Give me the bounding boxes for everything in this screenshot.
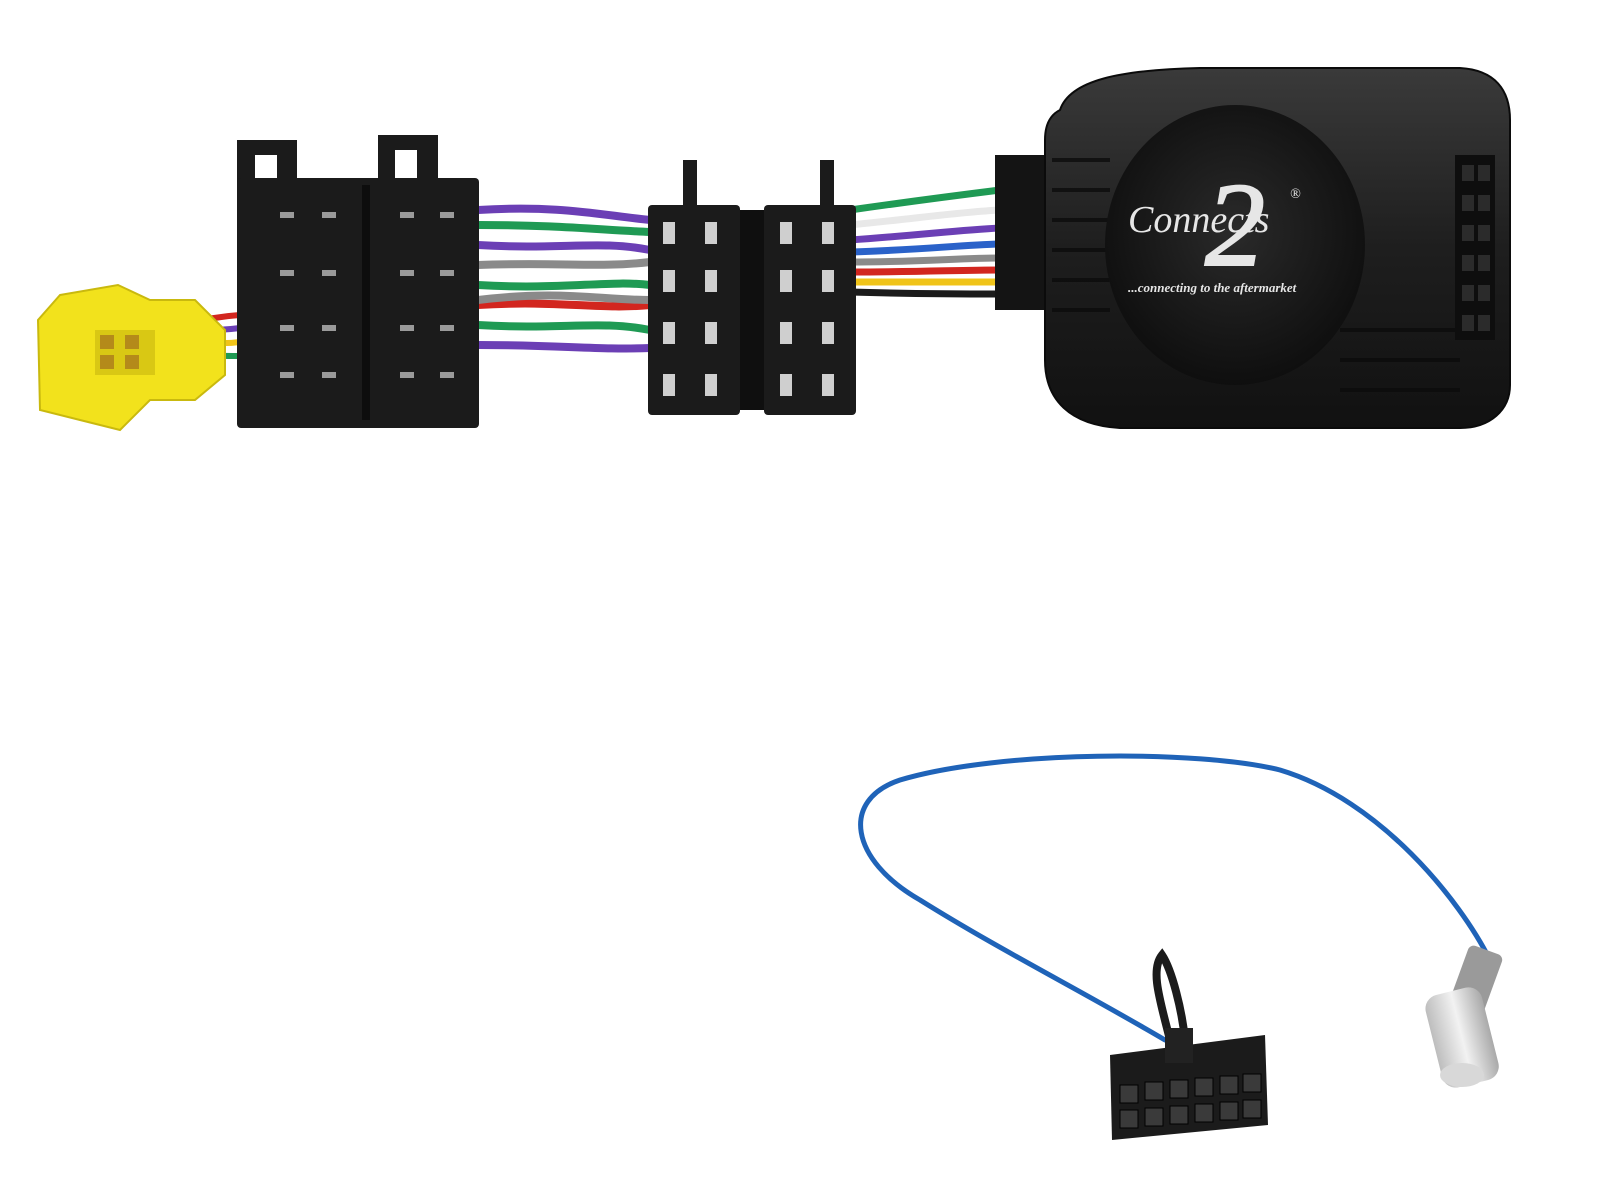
brand-logo-disc <box>1105 105 1365 385</box>
iso-connector-left <box>237 135 479 428</box>
iso-connector-middle <box>648 160 856 415</box>
antenna-adapter-lead <box>858 753 1503 1140</box>
brand-wordmark: Connects <box>1128 199 1269 241</box>
brand-tagline: ...connecting to the aftermarket <box>1128 280 1297 295</box>
steering-interface-box: 2 Connects ® ...connecting to the afterm… <box>995 67 1511 429</box>
yellow-connector <box>36 283 226 432</box>
brand-numeral: 2 <box>1205 158 1265 291</box>
box-wire-bundle <box>846 186 1004 298</box>
antenna-plug <box>1425 945 1503 1088</box>
multipin-connector <box>1110 1028 1268 1140</box>
registered-mark: ® <box>1290 187 1301 202</box>
